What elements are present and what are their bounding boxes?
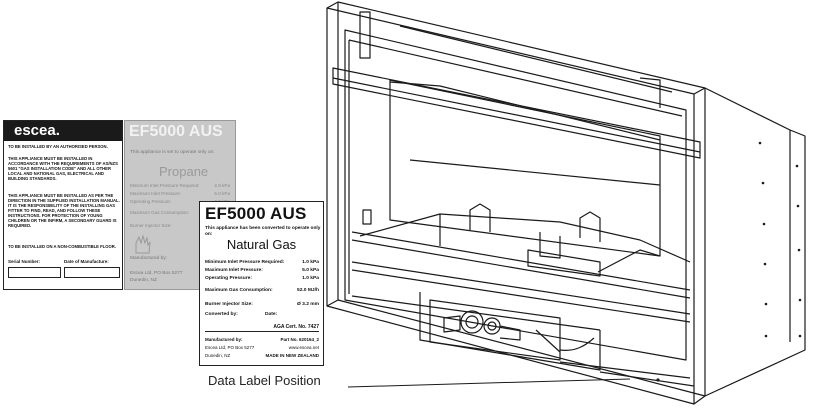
spec-row: Maximum Gas Consumption: bbox=[130, 210, 230, 215]
gas-type: Natural Gas bbox=[226, 237, 297, 252]
spec-value: 5.0 kPa bbox=[302, 268, 319, 273]
spec-label: Burner Injector Size: bbox=[130, 223, 172, 228]
spec-row: Maximum Inlet Pressure: 5.0 kPa bbox=[130, 191, 230, 196]
converted-by-label: Converted by: bbox=[205, 312, 238, 317]
spec-label: Minimum Inlet Pressure Required: bbox=[130, 183, 200, 188]
spec-row: Maximum Inlet Pressure: 5.0 kPa bbox=[205, 268, 319, 273]
warning-text: TO BE INSTALLED BY AN AUTHORISED PERSON. bbox=[8, 144, 108, 149]
manufacturer-address: Escea Ltd, PO Box 5277 bbox=[205, 345, 255, 350]
made-in: MADE IN NEW ZEALAND bbox=[265, 353, 320, 358]
natural-gas-data-label: EF5000 AUS This appliance has been conve… bbox=[199, 201, 324, 366]
spec-row: Minimum Inlet Pressure Required: 2.8 kPa bbox=[130, 183, 230, 188]
address-row: Escea Ltd, PO Box 5277 www.escea.net bbox=[205, 345, 319, 350]
spec-label: Maximum Inlet Pressure: bbox=[205, 268, 263, 273]
spec-value: 52.0 MJ/h bbox=[296, 288, 319, 293]
spec-value: 1.0 kPa bbox=[302, 260, 319, 265]
warning-text: TO BE INSTALLED ON A NON-COMBUSTIBLE FLO… bbox=[8, 244, 116, 249]
consumption-row: Maximum Gas Consumption: 52.0 MJ/h bbox=[205, 288, 319, 293]
converted-row: Converted by: Date: bbox=[205, 312, 319, 317]
gas-note: This appliance is set to operate only on… bbox=[130, 150, 215, 155]
manufacturer-row: Manufactured by: Part No. 620164_2 bbox=[205, 337, 319, 342]
serial-number-box bbox=[8, 267, 61, 278]
spec-label: Operating Pressure: bbox=[205, 276, 253, 281]
spec-row: Operating Pressure: 1.0 kPa bbox=[205, 276, 319, 281]
divider bbox=[205, 331, 319, 332]
spec-label: Maximum Gas Consumption: bbox=[130, 210, 190, 215]
spec-row: Burner Injector Size: bbox=[130, 223, 230, 228]
injector-row: Burner Injector Size: Ø 3.2 mm bbox=[205, 302, 319, 307]
brand-bar bbox=[4, 121, 122, 141]
date-label: Date: bbox=[265, 312, 278, 317]
conversion-note: This appliance has been converted to ope… bbox=[205, 226, 321, 237]
model-title: EF5000 AUS bbox=[129, 123, 223, 140]
aga-cert: AGA Cert. No. 7427 bbox=[273, 324, 319, 330]
spec-label: Minimum Inlet Pressure Required: bbox=[205, 260, 285, 265]
spec-label: Burner Injector Size: bbox=[205, 302, 253, 307]
serial-number-label: Serial Number: bbox=[8, 259, 41, 264]
hand-warning-icon bbox=[135, 234, 151, 254]
part-number: Part No. 620164_2 bbox=[280, 337, 319, 342]
website: www.escea.net bbox=[288, 345, 319, 350]
date-box bbox=[64, 267, 120, 278]
model-title: EF5000 AUS bbox=[205, 204, 307, 223]
warning-text: THIS APPLIANCE MUST BE INSTALLED IN ACCO… bbox=[8, 156, 118, 181]
city-row: Dunedin, NZ MADE IN NEW ZEALAND bbox=[205, 353, 319, 358]
compliance-label: escea. TO BE INSTALLED BY AN AUTHORISED … bbox=[3, 120, 123, 290]
escea-logo: escea. bbox=[14, 122, 60, 139]
manufacturer-city: Dunedin, NZ bbox=[130, 278, 157, 283]
spec-row: Minimum Inlet Pressure Required: 1.0 kPa bbox=[205, 260, 319, 265]
gas-type: Propane bbox=[159, 164, 209, 179]
manufacturer-address: Escea Ltd, PO Box 5277 bbox=[130, 271, 183, 276]
warning-text: THIS APPLIANCE MUST BE INSTALLED AS PER … bbox=[8, 193, 120, 228]
spec-label: Operating Pressure: bbox=[130, 199, 172, 204]
spec-label: Maximum Gas Consumption: bbox=[205, 288, 273, 293]
spec-value: 5.0 kPa bbox=[214, 191, 230, 196]
data-label-position-caption: Data Label Position bbox=[208, 373, 321, 388]
manufactured-by: Manufactured by: bbox=[205, 337, 243, 342]
spec-value: Ø 3.2 mm bbox=[296, 302, 319, 307]
spec-value: 2.8 kPa bbox=[214, 183, 230, 188]
spec-label: Maximum Inlet Pressure: bbox=[130, 191, 181, 196]
manufactured-by: Manufactured by: bbox=[130, 256, 168, 261]
spec-value: 1.0 kPa bbox=[302, 276, 319, 281]
manufacturer-city: Dunedin, NZ bbox=[205, 353, 231, 358]
date-of-manufacture-label: Date of Manufacture: bbox=[64, 259, 109, 264]
